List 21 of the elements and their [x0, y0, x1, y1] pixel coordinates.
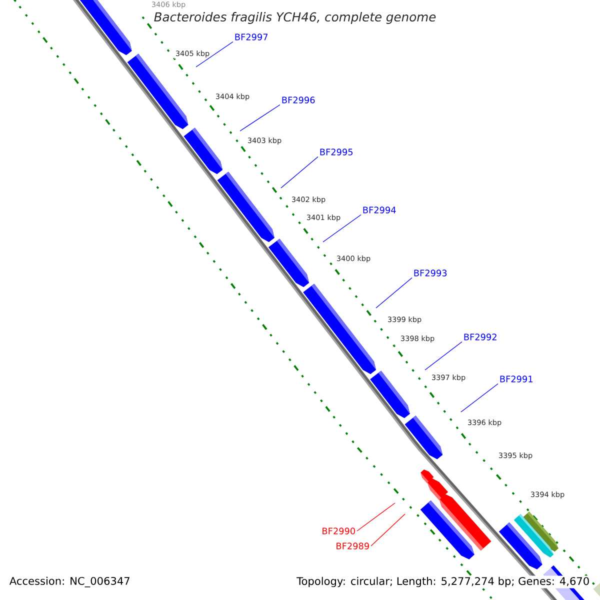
- leader-line: [424, 341, 462, 370]
- gene-label: BF2997: [235, 34, 268, 40]
- genome-summary-text: Topology: circular; Length: 5,277,274 bp; Genes: 4,670: [295, 576, 591, 588]
- map-title: Bacteroides fragilis YCH46, complete genome: [154, 12, 436, 24]
- leader-line: [280, 156, 318, 188]
- gene-label: BF2990: [322, 528, 355, 534]
- leader-line: [370, 514, 406, 546]
- leader-line: [356, 502, 396, 532]
- leader-line: [376, 277, 412, 308]
- gene-label: BF2992: [464, 334, 496, 340]
- gene-label: BF2993: [414, 270, 447, 276]
- gene-label: BF2989: [336, 542, 369, 550]
- leader-line: [460, 383, 498, 412]
- gene-label: BF2991: [500, 376, 532, 382]
- leader-line: [196, 41, 234, 68]
- gene-label: BF2995: [320, 148, 353, 156]
- leader-line: [240, 104, 280, 132]
- leader-line: [322, 214, 362, 242]
- gene-label: BF2994: [363, 206, 396, 214]
- gene-label: BF2996: [282, 96, 315, 104]
- accession-text: Accession: NC_006347: [8, 576, 132, 588]
